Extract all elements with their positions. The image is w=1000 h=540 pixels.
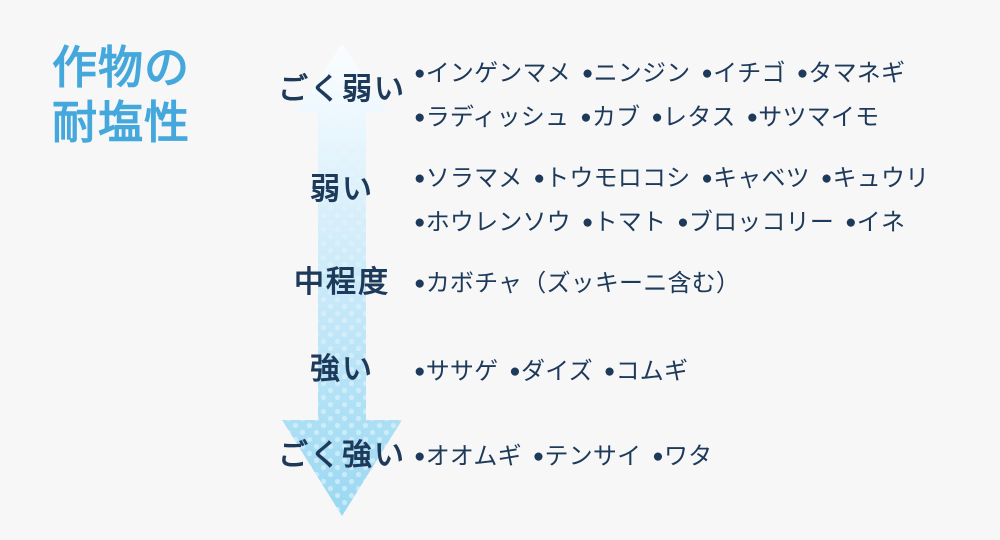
bullet-icon: ● (820, 168, 833, 189)
crop-name: キュウリ (832, 165, 930, 192)
tier-label-0: ごく弱い (278, 73, 406, 106)
tier-label-2: 中程度 (294, 266, 390, 299)
crop-item: ●イチゴ (701, 60, 785, 87)
crop-item: ●ワタ (652, 443, 712, 470)
bullet-icon: ● (603, 361, 616, 382)
crop-line: ●ソラマメ●トウモロコシ●キャベツ●キュウリ (414, 157, 989, 201)
crop-item: ●オオムギ (414, 443, 522, 470)
bullet-icon: ● (746, 107, 759, 128)
bullet-icon: ● (701, 168, 714, 189)
crop-line: ●ホウレンソウ●トマト●ブロッコリー●イネ (414, 201, 989, 245)
crop-name: レタス (663, 104, 736, 131)
crop-name: ソラマメ (425, 165, 523, 192)
crop-item: ●ブロッコリー (677, 209, 834, 236)
tier-label-1: 弱い (310, 173, 374, 206)
crop-name: トウモロコシ (545, 165, 691, 192)
downward-gradient-arrow-icon (282, 44, 402, 516)
crop-list-4: ●オオムギ●テンサイ●ワタ (414, 435, 989, 479)
crop-list-1: ●ソラマメ●トウモロコシ●キャベツ●キュウリ●ホウレンソウ●トマト●ブロッコリー… (414, 157, 989, 245)
crop-name: サツマイモ (758, 104, 880, 131)
bullet-icon: ● (414, 168, 426, 189)
crop-line: ●ササゲ●ダイズ●コムギ (414, 350, 989, 394)
crop-name: ワタ (663, 443, 713, 470)
bullet-icon: ● (652, 446, 664, 467)
crop-name: テンサイ (544, 443, 642, 470)
crop-name: ササゲ (425, 358, 499, 385)
crop-name: ニンジン (593, 60, 691, 87)
crop-name: イチゴ (713, 60, 786, 87)
crop-item: ●レタス (651, 104, 735, 131)
crop-name: カボチャ（ズッキーニ含む） (425, 270, 741, 297)
bullet-icon: ● (414, 63, 426, 84)
crop-name: コムギ (615, 358, 689, 385)
bullet-icon: ● (581, 212, 594, 233)
bullet-icon: ● (414, 273, 426, 294)
crop-name: ダイズ (520, 358, 593, 385)
crop-name: トマト (593, 209, 667, 236)
crop-line: ●オオムギ●テンサイ●ワタ (414, 435, 989, 479)
bullet-icon: ● (414, 212, 426, 233)
bullet-icon: ● (796, 63, 809, 84)
bullet-icon: ● (533, 168, 546, 189)
crop-item: ●サツマイモ (747, 104, 880, 131)
crop-item: ●タマネギ (797, 60, 906, 87)
crop-item: ●ホウレンソウ (414, 209, 571, 236)
crop-name: インゲンマメ (425, 60, 571, 87)
crop-item: ●トマト (582, 209, 666, 236)
bullet-icon: ● (677, 212, 689, 233)
crop-list-2: ●カボチャ（ズッキーニ含む） (414, 262, 989, 306)
crop-item: ●トウモロコシ (534, 165, 691, 192)
crop-item: ●ニンジン (582, 60, 691, 87)
crop-item: ●キュウリ (821, 165, 930, 192)
bullet-icon: ● (414, 446, 426, 467)
crop-name: カブ (591, 104, 641, 131)
crop-item: ●ダイズ (509, 358, 593, 385)
crop-name: ラディッシュ (425, 104, 570, 131)
tier-label-4: ごく強い (278, 439, 406, 472)
crop-item: ●ソラマメ (414, 165, 523, 192)
crop-item: ●カブ (580, 104, 640, 131)
crop-item: ●インゲンマメ (414, 60, 571, 87)
crop-list-0: ●インゲンマメ●ニンジン●イチゴ●タマネギ●ラディッシュ●カブ●レタス●サツマイ… (414, 52, 989, 140)
crop-line: ●インゲンマメ●ニンジン●イチゴ●タマネギ (414, 52, 989, 96)
bullet-icon: ● (414, 107, 426, 128)
crop-line: ●カボチャ（ズッキーニ含む） (414, 262, 989, 306)
crop-item: ●テンサイ (533, 443, 642, 470)
bullet-icon: ● (581, 63, 594, 84)
crop-item: ●キャベツ (701, 165, 810, 192)
crop-item: ●イネ (845, 209, 905, 236)
crop-list-3: ●ササゲ●ダイズ●コムギ (414, 350, 989, 394)
bullet-icon: ● (701, 63, 714, 84)
bullet-icon: ● (414, 361, 426, 382)
tolerance-arrow (278, 44, 406, 516)
bullet-icon: ● (651, 107, 663, 128)
bullet-icon: ● (532, 446, 545, 467)
crop-item: ●コムギ (604, 358, 688, 385)
crop-item: ●ラディッシュ (414, 104, 569, 131)
crop-item: ●ササゲ (414, 358, 498, 385)
crop-item: ●カボチャ（ズッキーニ含む） (414, 270, 740, 297)
bullet-icon: ● (580, 107, 592, 128)
bullet-icon: ● (509, 361, 521, 382)
bullet-icon: ● (845, 212, 857, 233)
crop-name: ブロッコリー (688, 209, 835, 236)
crop-name: ホウレンソウ (425, 209, 571, 236)
crop-line: ●ラディッシュ●カブ●レタス●サツマイモ (414, 96, 989, 140)
tier-label-3: 強い (310, 353, 374, 386)
page-title: 作物の 耐塩性 (52, 42, 191, 148)
crop-name: イネ (856, 209, 906, 236)
crop-name: タマネギ (808, 60, 906, 87)
crop-name: オオムギ (425, 443, 522, 470)
crop-name: キャベツ (713, 165, 810, 192)
